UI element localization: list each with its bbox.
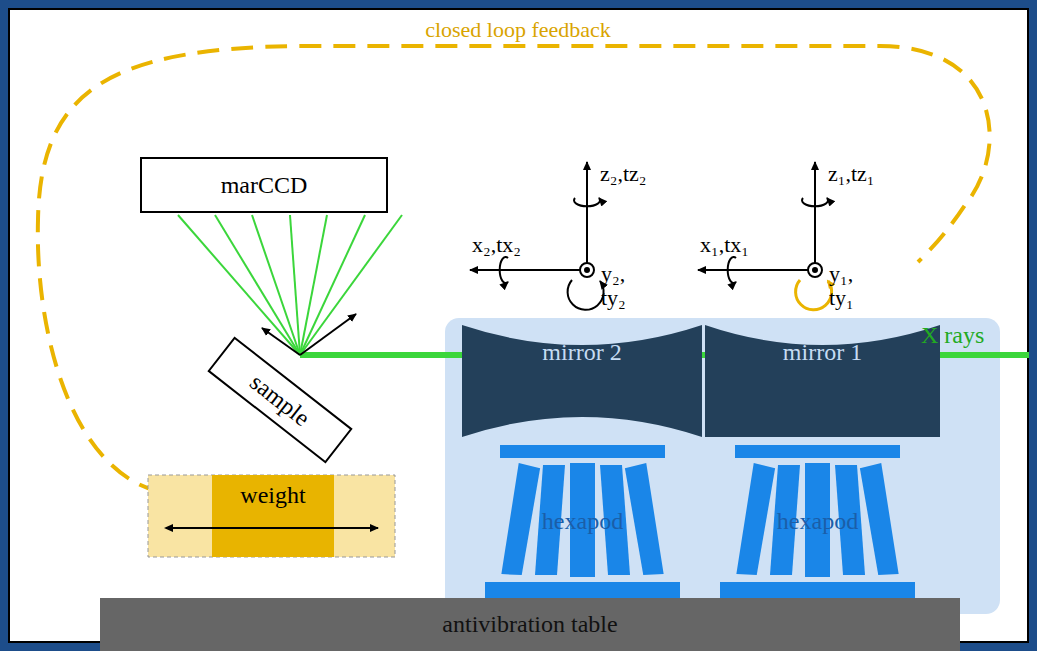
detector-box: marCCD: [140, 157, 388, 213]
node-text: hexapod: [542, 508, 623, 534]
axis-label: x₂,tx₂: [472, 233, 521, 257]
axis-label: y₂, ty₂: [601, 262, 641, 310]
exit-vector: [300, 314, 356, 355]
weight-travel: [148, 475, 395, 557]
optics-region: [445, 318, 1000, 614]
table-band: antivibration table: [100, 598, 960, 651]
axes-mirror-1: [698, 162, 832, 310]
node-text: marCCD: [221, 172, 308, 198]
mirror-shape: mirror 2: [462, 325, 702, 437]
incident-vector: [262, 328, 300, 355]
node-text: antivibration table: [442, 611, 617, 637]
axis-label: y₁, ty₁: [829, 262, 869, 310]
node-text: hexapod: [777, 508, 858, 534]
hexapod-stage: hexapod: [485, 445, 680, 598]
node-text: mirror 2: [542, 339, 621, 365]
node-text: weight: [240, 482, 305, 508]
axis-label: z₂,tz₂: [600, 162, 646, 186]
axes-mirror-2: [470, 162, 604, 310]
weight-box: weight: [212, 478, 334, 512]
hexapod-stage: hexapod: [720, 445, 915, 598]
diffracted-rays: [178, 215, 402, 355]
beam-label: X rays: [921, 322, 984, 348]
weight-motion: [166, 527, 378, 529]
node-text: mirror 1: [783, 339, 862, 365]
feedback-loop: [38, 46, 990, 492]
axis-label: x₁,tx₁: [700, 233, 749, 257]
weight-block: [212, 475, 334, 557]
loop-label: closed loop feedback: [425, 18, 611, 42]
mirror-shape: mirror 1: [705, 325, 940, 437]
axis-label: z₁,tz₁: [828, 162, 874, 186]
